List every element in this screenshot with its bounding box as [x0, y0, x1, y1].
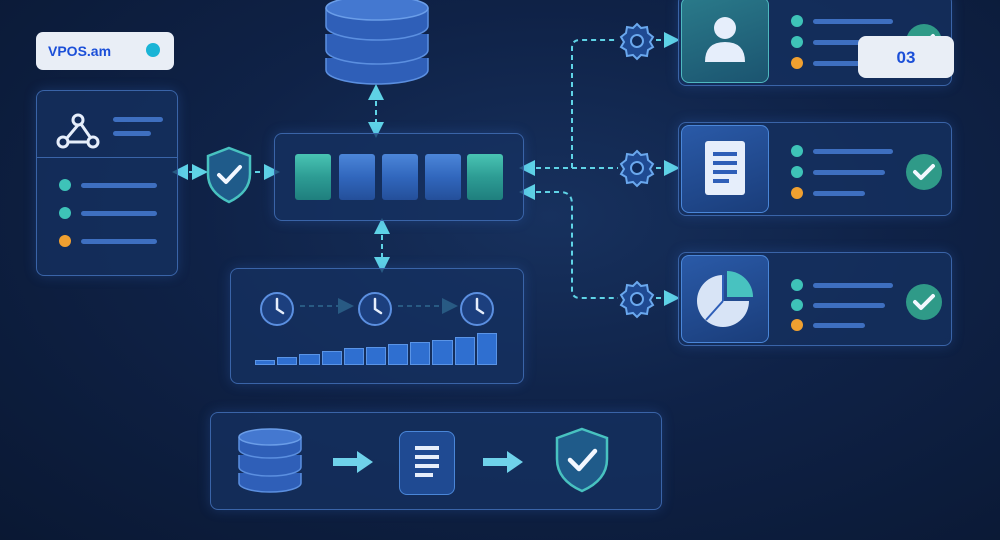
pie-chart-icon-box [681, 255, 769, 343]
output-line [813, 191, 865, 196]
queue-cell [467, 154, 503, 200]
source-line-1 [81, 183, 157, 188]
output-card-document [678, 122, 952, 216]
step-badge: 03 [858, 36, 954, 78]
output-line [813, 170, 885, 175]
output-card-chart [678, 252, 952, 346]
timeline-bars [255, 333, 497, 365]
gear-icon [619, 280, 655, 319]
output-line [813, 149, 893, 154]
check-circle-icon [906, 154, 942, 190]
brand-dot [146, 43, 160, 57]
timeline-bar [343, 348, 364, 365]
status-dot-teal [791, 36, 803, 48]
status-dot-teal [791, 299, 803, 311]
output-line [813, 19, 893, 24]
source-line-3 [81, 239, 157, 244]
brand-label: VPOS.am [48, 43, 112, 59]
database-icon [325, 0, 429, 85]
status-dot-orange [791, 319, 803, 331]
timeline-bar [277, 357, 298, 365]
queue-cell [339, 154, 375, 200]
brand-pill: VPOS.am [36, 32, 174, 70]
shield-check-icon [206, 146, 252, 204]
timeline-panel [230, 268, 524, 384]
source-card [36, 90, 178, 276]
output-line [813, 323, 865, 328]
timeline-bar [388, 344, 409, 365]
check-circle-icon [906, 284, 942, 320]
pipeline-panel [210, 412, 662, 510]
arrow-right-icon [483, 451, 523, 473]
webhook-icon [56, 113, 100, 149]
timeline-bar [255, 360, 276, 365]
clock-icon [460, 292, 494, 326]
source-divider [37, 157, 177, 158]
queue-cell [425, 154, 461, 200]
queue-cell [295, 154, 331, 200]
queue-cell [382, 154, 418, 200]
timeline-bar [365, 346, 387, 365]
status-dot-teal [791, 166, 803, 178]
timeline-bar [410, 342, 431, 365]
status-dot-teal [59, 207, 71, 219]
source-line-2 [81, 211, 157, 216]
timeline-bar [454, 336, 475, 365]
timeline-bar [321, 351, 342, 365]
status-dot-teal [791, 279, 803, 291]
gear-icon [619, 22, 655, 61]
user-icon-box [681, 0, 769, 83]
database-icon [238, 428, 302, 493]
output-line [813, 283, 893, 288]
output-line [813, 303, 885, 308]
arrow-right-icon [333, 451, 373, 473]
status-dot-orange [791, 57, 803, 69]
status-dot-orange [791, 187, 803, 199]
clock-icon [358, 292, 392, 326]
connector-lower-branch [519, 184, 618, 299]
source-header-line-2 [113, 131, 151, 136]
timeline-bar [476, 333, 497, 365]
document-icon [705, 141, 745, 195]
connector-upper-branch [571, 39, 618, 168]
status-dot-teal [791, 145, 803, 157]
output-line [813, 61, 865, 66]
step-badge-label: 03 [896, 48, 916, 67]
timeline-bar [299, 354, 320, 365]
clock-icon [260, 292, 294, 326]
document-icon-box [399, 431, 455, 495]
status-dot-orange [59, 235, 71, 247]
source-header-line-1 [113, 117, 163, 122]
output-line [813, 40, 885, 45]
gear-icon [619, 149, 655, 188]
document-icon-box [681, 125, 769, 213]
pie-chart-icon [697, 271, 753, 327]
shield-check-icon [555, 427, 609, 493]
document-icon [415, 446, 439, 477]
user-icon [705, 17, 745, 62]
status-dot-teal [59, 179, 71, 191]
queue-panel [274, 133, 524, 221]
status-dot-teal [791, 15, 803, 27]
timeline-bar [432, 339, 453, 365]
